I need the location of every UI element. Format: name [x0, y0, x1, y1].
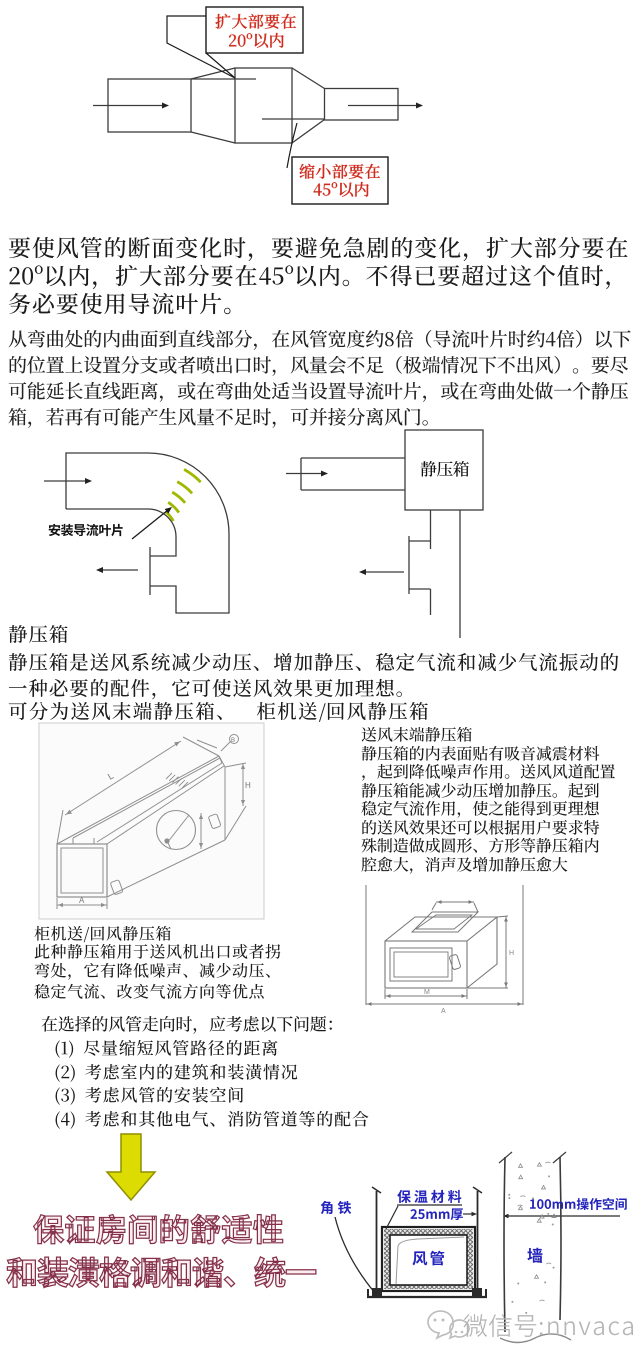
svg-text:A: A: [441, 1008, 446, 1015]
svg-text:M: M: [424, 989, 430, 996]
svg-text:H: H: [245, 781, 251, 790]
svg-text:H: H: [509, 950, 514, 957]
svg-text:A: A: [79, 896, 85, 905]
svg-text:B: B: [231, 738, 235, 744]
svg-text:L: L: [106, 771, 115, 782]
